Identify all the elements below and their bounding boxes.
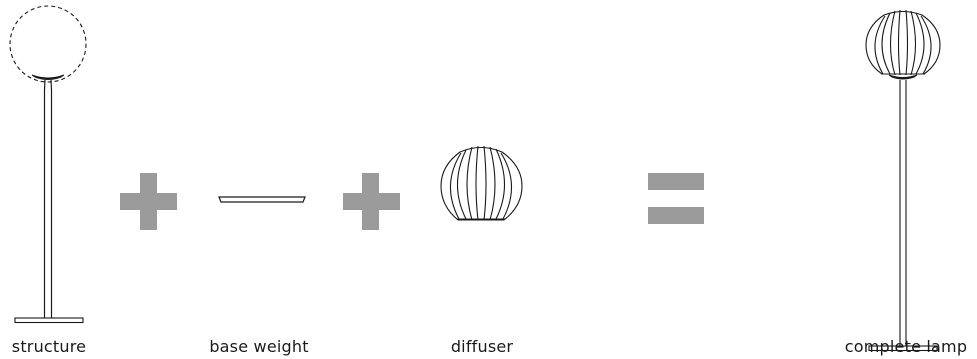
equals-operator — [648, 173, 704, 224]
complete-lamp-cup — [888, 74, 918, 80]
label-base-weight: base weight — [209, 337, 309, 356]
diffuser-placeholder-outline — [9, 5, 87, 83]
diffuser-outline — [440, 146, 523, 221]
label-complete-lamp: complete lamp — [844, 337, 968, 356]
structure-cup — [31, 74, 65, 80]
structure-base — [14, 317, 84, 324]
complete-lamp-illustration — [865, 9, 941, 352]
complete-lamp-base — [868, 345, 938, 352]
plus-operator-1 — [120, 173, 177, 230]
complete-lamp-diffuser — [865, 10, 941, 75]
label-diffuser: diffuser — [450, 337, 514, 356]
base-weight-illustration — [218, 196, 306, 203]
plus-operator-2 — [343, 173, 400, 230]
structure-neck — [43, 79, 53, 91]
label-structure: structure — [11, 337, 87, 356]
diffuser-illustration — [440, 145, 523, 221]
structure-illustration — [9, 5, 87, 324]
